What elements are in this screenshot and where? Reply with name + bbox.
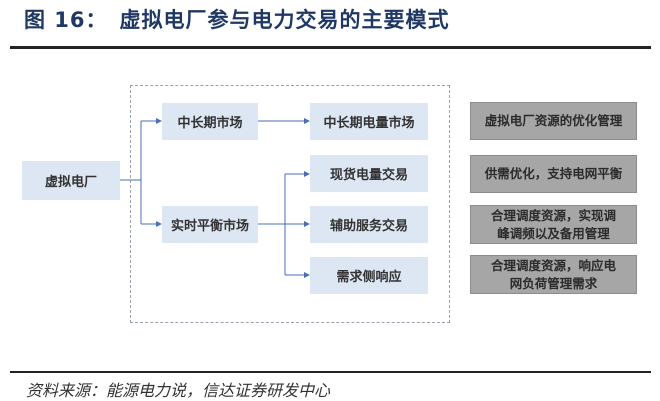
trade-node-demand-response: 需求侧响应: [310, 257, 428, 294]
figure-title-text: 虚拟电厂参与电力交易的主要模式: [119, 8, 450, 32]
figure-title: 图 16： 虚拟电厂参与电力交易的主要模式: [24, 4, 450, 34]
trade-node-ancillary: 辅助服务交易: [310, 206, 428, 243]
benefit-box-4: 合理调度资源，响应电网负荷管理需求: [470, 255, 637, 294]
trade-node-midlong-energy: 中长期电量市场: [310, 103, 428, 140]
market-node-midlong: 中长期市场: [162, 103, 258, 140]
benefit-box-2: 供需优化，支持电网平衡: [470, 155, 637, 193]
benefit-box-1: 虚拟电厂资源的优化管理: [470, 102, 637, 140]
trade-node-spot: 现货电量交易: [310, 155, 428, 192]
top-divider: [10, 46, 651, 49]
bottom-divider: [10, 371, 651, 373]
market-group-container: [130, 85, 450, 323]
market-node-realtime: 实时平衡市场: [162, 206, 258, 243]
root-node: 虚拟电厂: [22, 161, 120, 200]
benefit-box-3: 合理调度资源，实现调峰调频以及备用管理: [470, 205, 637, 244]
source-note: 资料来源：能源电力说，信达证券研发中心: [26, 381, 331, 400]
figure-number: 图 16：: [24, 8, 108, 32]
